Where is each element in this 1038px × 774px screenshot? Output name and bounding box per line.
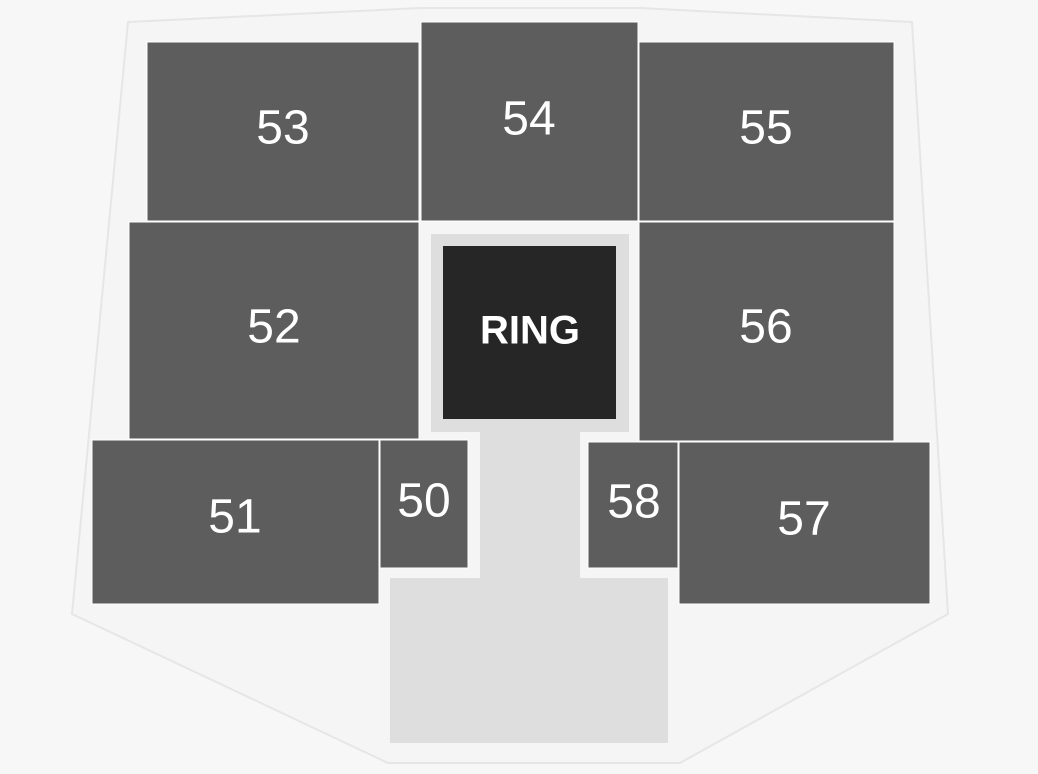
entrance-walkway: [480, 430, 580, 580]
section-50-label: 50: [397, 475, 450, 528]
section-52[interactable]: 52: [128, 221, 420, 440]
floor-area: [390, 578, 668, 743]
section-51-label: 51: [208, 491, 261, 544]
section-52-label: 52: [247, 301, 300, 354]
ring-platform: [443, 246, 616, 419]
section-54-label: 54: [502, 93, 555, 146]
section-54-block: [420, 21, 639, 222]
section-50-block: [379, 439, 469, 569]
section-58-label: 58: [607, 476, 660, 529]
section-51[interactable]: 51: [91, 439, 380, 605]
section-52-block: [128, 221, 420, 440]
section-55-block: [638, 41, 895, 222]
section-54[interactable]: 54: [420, 21, 639, 222]
ring[interactable]: RING: [443, 246, 616, 419]
section-57-block: [678, 441, 931, 605]
section-55[interactable]: 55: [638, 41, 895, 222]
section-50[interactable]: 50: [379, 439, 469, 569]
section-57-label: 57: [777, 493, 830, 546]
ring-label: RING: [480, 309, 580, 353]
section-51-block: [91, 439, 380, 605]
section-53-block: [146, 41, 420, 222]
section-53-label: 53: [256, 102, 309, 155]
section-56-block: [638, 221, 895, 442]
section-55-label: 55: [739, 102, 792, 155]
section-58[interactable]: 58: [587, 441, 679, 569]
section-58-block: [587, 441, 679, 569]
section-56[interactable]: 56: [638, 221, 895, 442]
section-53[interactable]: 53: [146, 41, 420, 222]
section-57[interactable]: 57: [678, 441, 931, 605]
section-56-label: 56: [739, 301, 792, 354]
